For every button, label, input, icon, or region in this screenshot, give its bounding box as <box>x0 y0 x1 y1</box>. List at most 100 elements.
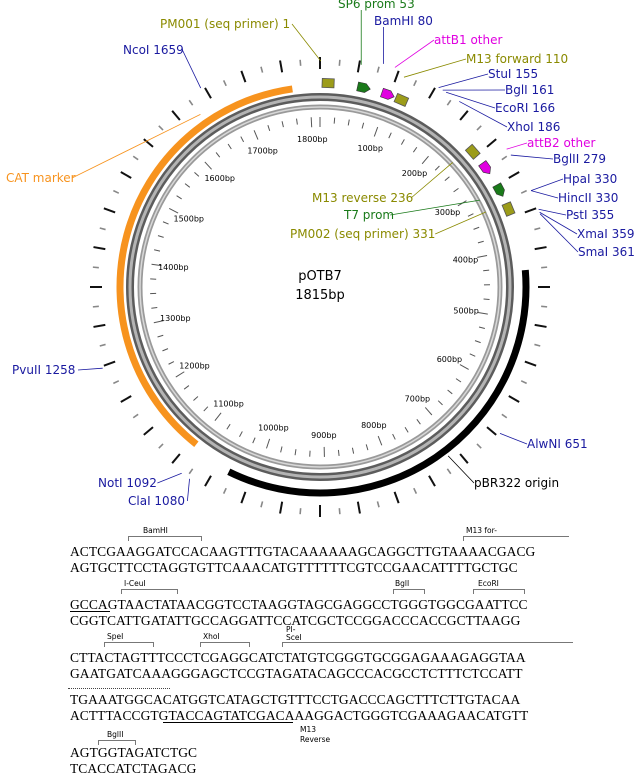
scale-tick-minor <box>240 136 245 143</box>
leader-line <box>539 213 579 253</box>
scale-tick-minor <box>226 423 231 430</box>
outer-tick <box>99 343 106 347</box>
iceui-underline <box>70 611 110 612</box>
scale-tick-minor <box>473 226 480 230</box>
iceui-annotation: I-CeuI <box>124 579 146 588</box>
outer-tick <box>113 189 120 194</box>
scale-tick-minor <box>447 389 453 395</box>
outer-tick <box>132 155 139 161</box>
leader-line <box>403 58 467 78</box>
iceui-bracket <box>121 589 178 594</box>
scale-tick-minor <box>333 117 336 124</box>
outer-tick <box>534 227 541 231</box>
scale-tick-minor <box>294 449 297 456</box>
scale-tick-major <box>214 412 222 421</box>
scale-tick-minor <box>453 187 459 193</box>
backbone-ring-inner-highlight <box>139 106 501 468</box>
feature-arc <box>116 85 293 447</box>
feature-label: XmaI 359 <box>577 227 635 241</box>
outer-tick <box>356 501 361 514</box>
spei-bracket <box>104 642 154 647</box>
scale-tick-major <box>253 130 259 140</box>
scale-tick-minor <box>296 118 298 125</box>
scale-tick-minor <box>416 419 421 425</box>
feature-label: NcoI 1659 <box>123 43 184 57</box>
scale-tick-major <box>175 371 185 378</box>
outer-tick <box>534 343 541 347</box>
outer-tick <box>92 266 99 269</box>
leader-line <box>71 114 201 179</box>
leader-line <box>394 39 435 68</box>
feature-label: CAT marker <box>6 171 76 185</box>
feature-label: ClaI 1080 <box>128 494 185 508</box>
feature-label: PvuII 1258 <box>12 363 75 377</box>
scale-tick-major <box>477 255 488 258</box>
feature-label: BglII 279 <box>553 152 606 166</box>
scale-tick-minor <box>280 446 283 453</box>
outer-tick <box>413 487 418 494</box>
outer-tick <box>279 501 284 514</box>
seq-row-4-bottom: ACTTTACCGTGTACCAGTATCGACAAAGGACTGGGTCGAA… <box>70 708 529 723</box>
feature-block <box>321 78 335 89</box>
scale-tick-major <box>459 364 469 370</box>
outer-tick <box>376 66 380 73</box>
scale-tick-major <box>424 407 433 416</box>
scale-tick-minor <box>281 121 284 128</box>
outer-tick <box>188 468 194 475</box>
scale-tick-minor <box>176 195 182 200</box>
outer-tick <box>393 491 400 504</box>
feature-shape <box>356 81 371 93</box>
outer-tick <box>143 426 154 436</box>
outer-tick <box>541 305 548 308</box>
feature-label: attB2 other <box>527 136 595 150</box>
feature-label: PM001 (seq primer) 1 <box>160 17 290 31</box>
outer-tick <box>158 125 164 131</box>
outer-tick <box>93 246 106 251</box>
scale-tick-minor <box>162 221 169 225</box>
scale-tick-minor <box>434 165 440 171</box>
scale-tick-label: 900bp <box>311 431 336 440</box>
bglii-annotation: BglII <box>107 730 124 739</box>
label-leader-lines <box>71 10 579 502</box>
scale-tick-label: 1700bp <box>247 147 278 156</box>
scale-tick-minor <box>239 431 243 437</box>
feature-block <box>464 143 481 160</box>
scale-tick-major <box>421 155 429 165</box>
leader-line <box>445 91 496 109</box>
outer-tick <box>534 246 547 251</box>
scale-tick-label: 1600bp <box>204 174 235 183</box>
scale-tick-major <box>151 263 162 267</box>
outer-tick <box>103 360 116 367</box>
feature-label: BglI 161 <box>505 83 554 97</box>
scale-tick-minor <box>347 119 350 126</box>
scale-tick-minor <box>404 426 409 433</box>
leader-line <box>459 101 508 128</box>
scale-tick-minor <box>365 444 369 451</box>
scale-tick-major <box>373 126 379 137</box>
outer-tick <box>459 453 469 464</box>
scale-tick-label: 1300bp <box>160 314 191 323</box>
leader-line <box>182 49 202 89</box>
feature-label: HincII 330 <box>558 191 618 205</box>
outer-tick <box>222 487 227 494</box>
outer-tick <box>356 60 361 73</box>
seq-row-3-bottom: GAATGATCAAAGGGAGCTCCGTAGATACAGCCCACGCCTC… <box>70 666 523 681</box>
outer-tick <box>338 508 341 515</box>
feature-shape <box>380 87 395 100</box>
outer-tick <box>279 60 284 73</box>
leader-line <box>77 367 103 371</box>
leader-line <box>530 190 559 199</box>
feature-label: attB1 other <box>434 33 502 47</box>
scale-tick-major <box>477 312 488 315</box>
scale-tick-minor <box>267 125 271 132</box>
scale-tick-minor <box>157 235 164 238</box>
outer-tick <box>520 189 527 194</box>
outer-tick <box>446 468 452 475</box>
feature-label: PM002 (seq primer) 331 <box>290 227 435 241</box>
feature-label: NotI 1092 <box>98 476 157 490</box>
outer-tick <box>92 305 99 308</box>
scale-tick-minor <box>412 146 418 153</box>
outer-tick <box>501 413 508 419</box>
seq-row-1-bottom: AGTGCTTCCTAGGTGTTCAAACATGTTTTTTCGTCCGAAC… <box>70 560 518 575</box>
